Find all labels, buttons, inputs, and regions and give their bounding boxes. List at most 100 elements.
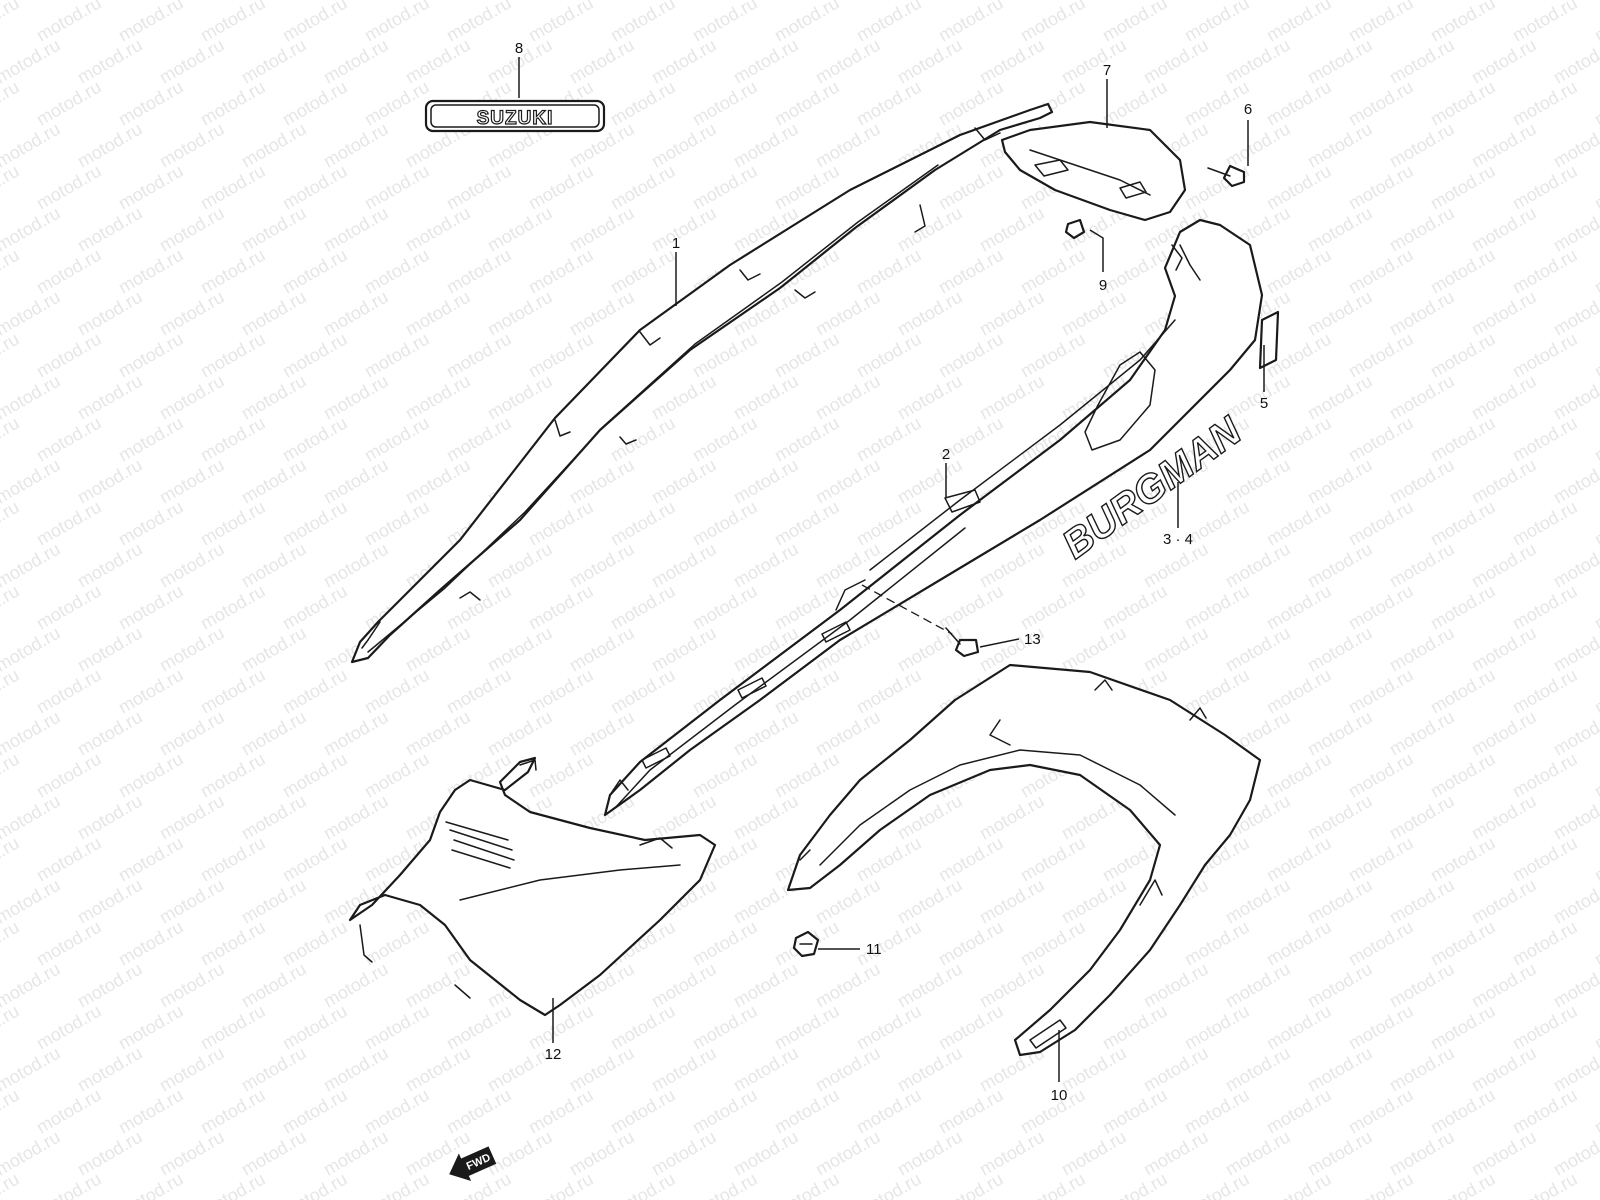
watermark-text: motod.ru bbox=[156, 287, 228, 340]
watermark-text: motod.ru bbox=[0, 245, 23, 298]
watermark-text: motod.ru bbox=[238, 1043, 310, 1096]
watermark-text: motod.ru bbox=[853, 917, 925, 970]
watermark-text: motod.ru bbox=[935, 1001, 1007, 1054]
watermark-text: motod.ru bbox=[320, 1043, 392, 1096]
watermark-text: motod.ru bbox=[1017, 329, 1089, 382]
watermark-text: motod.ru bbox=[1550, 791, 1600, 844]
watermark-text: motod.ru bbox=[935, 329, 1007, 382]
watermark-text: motod.ru bbox=[320, 371, 392, 424]
watermark-text: motod.ru bbox=[771, 329, 843, 382]
watermark-text: motod.ru bbox=[1550, 623, 1600, 676]
watermark-text: motod.ru bbox=[33, 917, 105, 970]
watermark-text: motod.ru bbox=[1386, 959, 1458, 1012]
watermark-text: motod.ru bbox=[1304, 35, 1376, 88]
watermark-text: motod.ru bbox=[33, 749, 105, 802]
watermark-text: motod.ru bbox=[484, 539, 556, 592]
watermark-text: motod.ru bbox=[1017, 581, 1089, 634]
watermark-text: motod.ru bbox=[361, 749, 433, 802]
watermark-text: motod.ru bbox=[279, 329, 351, 382]
watermark-text: motod.ru bbox=[1386, 203, 1458, 256]
watermark-text: motod.ru bbox=[1140, 35, 1212, 88]
watermark-text: motod.ru bbox=[1222, 623, 1294, 676]
watermark-text: motod.ru bbox=[1591, 161, 1600, 214]
watermark-text: motod.ru bbox=[238, 959, 310, 1012]
watermark-text: motod.ru bbox=[197, 1085, 269, 1138]
watermark-text: motod.ru bbox=[197, 329, 269, 382]
watermark-text: motod.ru bbox=[935, 917, 1007, 970]
watermark-text: motod.ru bbox=[484, 623, 556, 676]
watermark-text: motod.ru bbox=[1345, 665, 1417, 718]
watermark-text: motod.ru bbox=[853, 329, 925, 382]
watermark-text: motod.ru bbox=[361, 1001, 433, 1054]
watermark-text: motod.ru bbox=[1263, 1085, 1335, 1138]
watermark-text: motod.ru bbox=[1427, 0, 1499, 45]
watermark-text: motod.ru bbox=[566, 539, 638, 592]
watermark-text: motod.ru bbox=[279, 749, 351, 802]
watermark-text: motod.ru bbox=[976, 35, 1048, 88]
watermark-text: motod.ru bbox=[853, 1169, 925, 1200]
watermark-text: motod.ru bbox=[443, 413, 515, 466]
watermark-text: motod.ru bbox=[1263, 77, 1335, 130]
watermark-text: motod.ru bbox=[1017, 0, 1089, 45]
watermark-text: motod.ru bbox=[33, 1085, 105, 1138]
watermark-text: motod.ru bbox=[689, 917, 761, 970]
watermark-text: motod.ru bbox=[607, 77, 679, 130]
watermark-text: motod.ru bbox=[320, 119, 392, 172]
watermark-text: motod.ru bbox=[115, 1001, 187, 1054]
watermark-text: motod.ru bbox=[74, 119, 146, 172]
watermark-text: motod.ru bbox=[1550, 875, 1600, 928]
watermark-text: motod.ru bbox=[976, 287, 1048, 340]
watermark-text: motod.ru bbox=[1386, 1043, 1458, 1096]
watermark-text: motod.ru bbox=[33, 665, 105, 718]
watermark-text: motod.ru bbox=[771, 497, 843, 550]
watermark-text: motod.ru bbox=[402, 455, 474, 508]
watermark-text: motod.ru bbox=[156, 959, 228, 1012]
watermark-text: motod.ru bbox=[812, 287, 884, 340]
watermark-text: motod.ru bbox=[361, 329, 433, 382]
watermark-text: motod.ru bbox=[894, 371, 966, 424]
watermark-text: motod.ru bbox=[1099, 77, 1171, 130]
watermark-text: motod.ru bbox=[1427, 833, 1499, 886]
watermark-text: motod.ru bbox=[1181, 581, 1253, 634]
watermark-text: motod.ru bbox=[279, 833, 351, 886]
watermark-text: motod.ru bbox=[279, 77, 351, 130]
watermark-text: motod.ru bbox=[156, 35, 228, 88]
watermark-text: motod.ru bbox=[689, 1085, 761, 1138]
watermark-text: motod.ru bbox=[238, 371, 310, 424]
watermark-text: motod.ru bbox=[279, 917, 351, 970]
watermark-text: motod.ru bbox=[0, 833, 23, 886]
watermark-text: motod.ru bbox=[402, 959, 474, 1012]
watermark-text: motod.ru bbox=[115, 161, 187, 214]
watermark-text: motod.ru bbox=[1017, 917, 1089, 970]
watermark-text: motod.ru bbox=[935, 833, 1007, 886]
watermark-text: motod.ru bbox=[771, 1169, 843, 1200]
watermark-text: motod.ru bbox=[566, 203, 638, 256]
watermark-text: motod.ru bbox=[894, 1043, 966, 1096]
watermark-text: motod.ru bbox=[74, 791, 146, 844]
watermark-text: motod.ru bbox=[74, 287, 146, 340]
watermark-text: motod.ru bbox=[689, 77, 761, 130]
watermark-text: motod.ru bbox=[1017, 245, 1089, 298]
watermark-text: motod.ru bbox=[853, 1001, 925, 1054]
watermark-text: motod.ru bbox=[1427, 161, 1499, 214]
watermark-text: motod.ru bbox=[730, 371, 802, 424]
watermark-text: motod.ru bbox=[1099, 245, 1171, 298]
watermark-text: motod.ru bbox=[238, 455, 310, 508]
watermark-text: motod.ru bbox=[1468, 959, 1540, 1012]
watermark-text: motod.ru bbox=[1386, 371, 1458, 424]
watermark-text: motod.ru bbox=[1427, 749, 1499, 802]
watermark-text: motod.ru bbox=[648, 623, 720, 676]
watermark-text: motod.ru bbox=[1591, 0, 1600, 45]
watermark-text: motod.ru bbox=[935, 1169, 1007, 1200]
watermark-text: motod.ru bbox=[1222, 371, 1294, 424]
watermark-text: motod.ru bbox=[1427, 329, 1499, 382]
watermark-text: motod.ru bbox=[1222, 119, 1294, 172]
watermark-text: motod.ru bbox=[197, 497, 269, 550]
watermark-text: motod.ru bbox=[607, 665, 679, 718]
watermark-text: motod.ru bbox=[1140, 959, 1212, 1012]
watermark-text: motod.ru bbox=[1263, 413, 1335, 466]
watermark-text: motod.ru bbox=[0, 329, 23, 382]
watermark-text: motod.ru bbox=[1222, 1127, 1294, 1180]
watermark-text: motod.ru bbox=[1591, 581, 1600, 634]
watermark-text: motod.ru bbox=[197, 665, 269, 718]
